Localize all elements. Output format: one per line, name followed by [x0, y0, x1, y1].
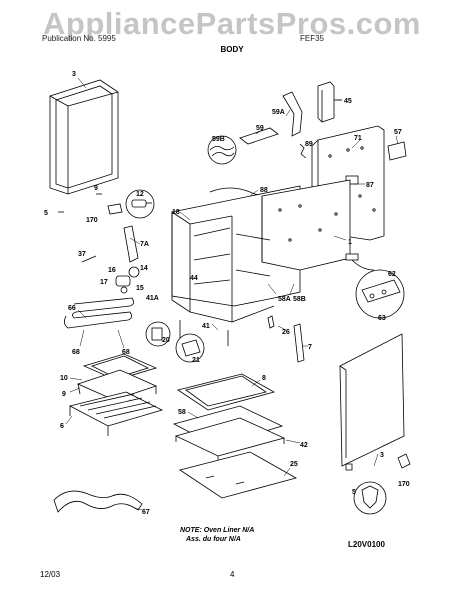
callout: 37 [78, 251, 86, 258]
callout: 57 [394, 129, 402, 136]
callout: 20 [162, 337, 170, 344]
bottom-panel-part [179, 451, 298, 499]
callout: 58 [178, 409, 186, 416]
section-title: BODY [220, 45, 244, 54]
back-panel-part [49, 79, 119, 195]
publication-number: Publication No. 5995 [42, 34, 116, 43]
callout: 12 [136, 191, 144, 198]
detail-circle-20 [145, 321, 171, 347]
callout: 170 [86, 217, 98, 224]
broil-element-part [53, 490, 143, 513]
leader-lines [65, 77, 399, 511]
callout: 58B [293, 296, 306, 303]
note-block: NOTE: Oven Liner N/A Ass. du four N/A [180, 526, 254, 544]
callout: 62 [388, 271, 396, 278]
door-hinge-part [267, 315, 305, 363]
screw-part [345, 463, 353, 471]
callout: 7 [308, 344, 312, 351]
callout: 87 [366, 182, 374, 189]
oven-rack-part [68, 391, 164, 436]
callout: 16 [108, 267, 116, 274]
callout: 88 [260, 187, 268, 194]
note-line-french: Ass. du four N/A [186, 536, 241, 543]
callout: 42 [300, 442, 308, 449]
callout: 58A [278, 296, 291, 303]
callout: 5 [352, 489, 356, 496]
bracket-part-170 [397, 453, 411, 469]
callout: 5 [44, 210, 48, 217]
callout: 59A [272, 109, 285, 116]
callout: 15 [136, 285, 144, 292]
footer-page-number: 4 [230, 570, 235, 579]
footer-date: 12/03 [40, 570, 61, 579]
callout: 67 [142, 509, 150, 516]
callout: 66 [68, 305, 76, 312]
broiler-pan-part [76, 353, 158, 408]
callout: 25 [290, 461, 298, 468]
callout: 3 [380, 452, 384, 459]
callout: 44 [190, 275, 198, 282]
leveling-leg-detail [353, 481, 387, 515]
callout: 3 [72, 71, 76, 78]
callout: 6 [60, 423, 64, 430]
bake-element-part [64, 297, 134, 329]
callout: 18 [172, 209, 180, 216]
watermark: AppliancePartsPros.com [43, 6, 421, 41]
callout: 9 [62, 391, 66, 398]
hinge-bracket-7a [123, 225, 139, 263]
heat-shield-part [239, 91, 303, 145]
oven-door-part [172, 373, 286, 462]
diagram-code: L20V0100 [348, 540, 385, 549]
callout: 1 [348, 239, 352, 246]
clip-part [299, 143, 307, 159]
callout: 63 [378, 315, 386, 322]
connector-part-1 [345, 253, 375, 271]
bracket-part-45 [317, 81, 342, 123]
callout: 71 [354, 135, 362, 142]
label-part [387, 141, 407, 161]
callout: 7A [140, 241, 149, 248]
screw-37 [81, 255, 97, 263]
oven-body-frame [171, 179, 351, 346]
detail-circle-12 [125, 189, 155, 219]
screw-and-bracket-left [58, 193, 123, 215]
callout: 41A [146, 295, 159, 302]
model-number: FEF35 [300, 34, 325, 43]
callout: 8 [262, 375, 266, 382]
callout: 68 [122, 349, 130, 356]
callout: 59 [256, 125, 264, 132]
valve-assembly [115, 266, 140, 294]
callout: 21 [192, 357, 200, 364]
callout: 68 [72, 349, 80, 356]
callout: 9 [94, 185, 98, 192]
callout: 26 [282, 329, 290, 336]
side-panel-part [339, 333, 405, 467]
callout: 59B [212, 136, 225, 143]
callout: 10 [60, 375, 68, 382]
callout: 89 [305, 141, 313, 148]
detail-circle-62 [355, 269, 405, 319]
callout: 17 [100, 279, 108, 286]
callout: 170 [398, 481, 410, 488]
note-line-english: NOTE: Oven Liner N/A [180, 527, 255, 534]
callout: 45 [344, 98, 352, 105]
detail-circle-21 [175, 333, 205, 363]
callout: 14 [140, 265, 148, 272]
callout: 41 [202, 323, 210, 330]
detail-circle-59b [207, 135, 237, 165]
